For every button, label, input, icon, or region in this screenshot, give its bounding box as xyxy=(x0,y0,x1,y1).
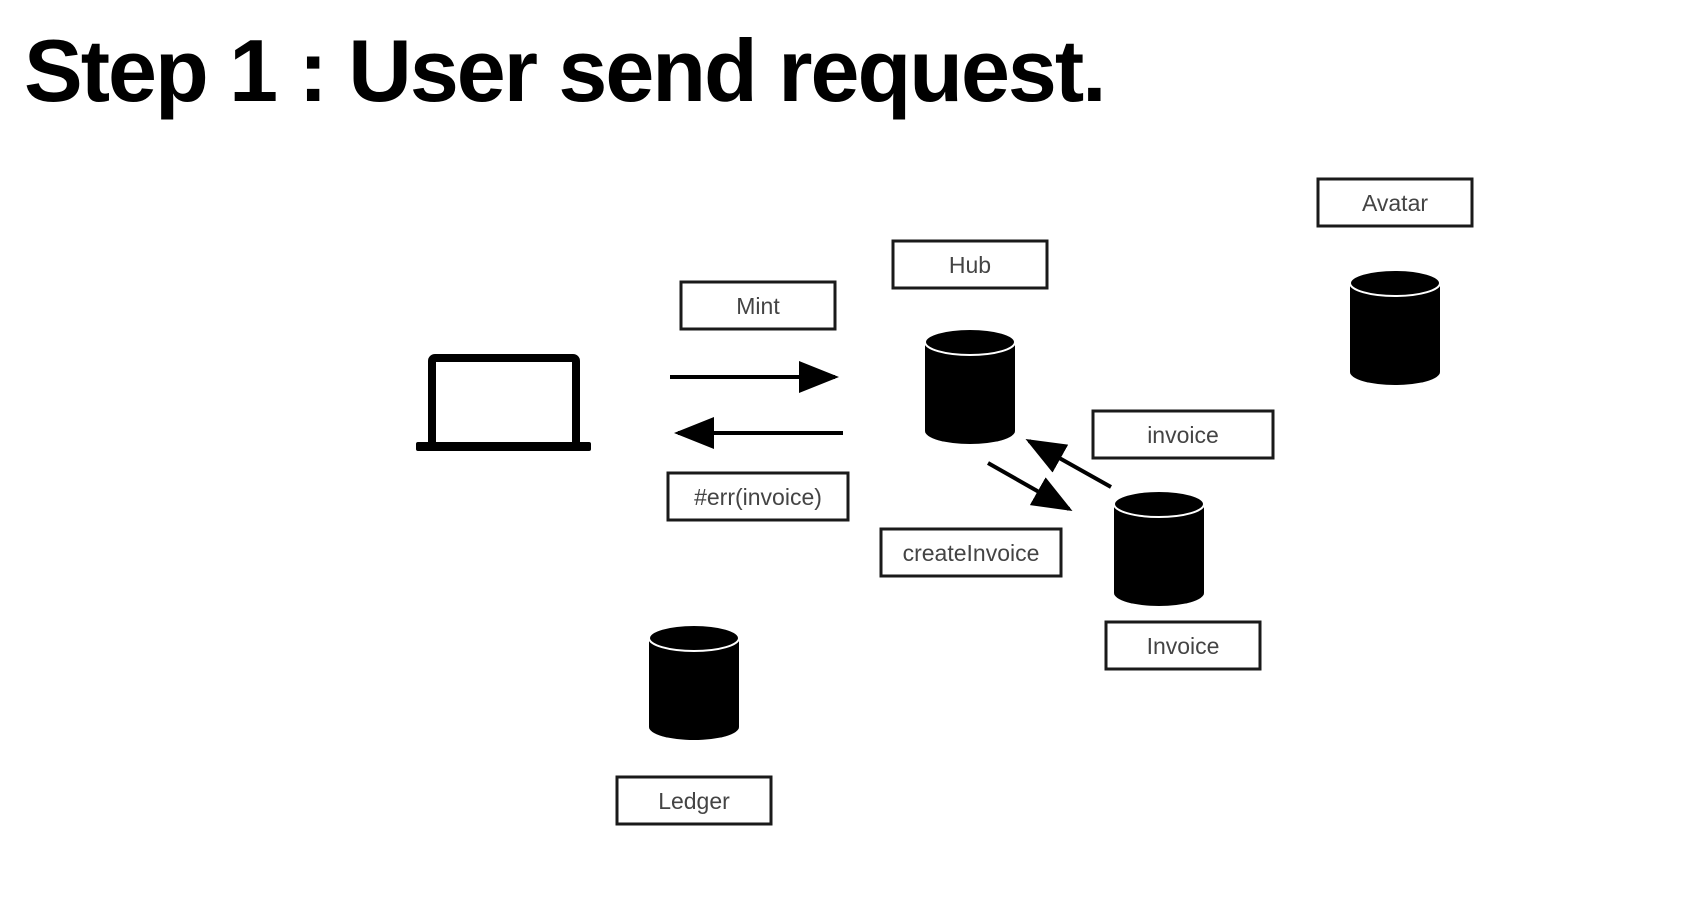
hub-database-icon xyxy=(924,328,1016,444)
ledger-label: Ledger xyxy=(615,775,773,826)
svg-text:Avatar: Avatar xyxy=(1362,190,1428,216)
invoice-service-label: Invoice xyxy=(1104,620,1262,671)
invoice-database-icon xyxy=(1113,490,1205,606)
svg-text:Ledger: Ledger xyxy=(658,788,730,814)
invoice-return-arrow xyxy=(1025,439,1112,489)
mint-label: Mint xyxy=(679,280,837,331)
invoice-return-label: invoice xyxy=(1091,409,1275,460)
laptop-icon xyxy=(416,354,591,451)
svg-text:#err(invoice): #err(invoice) xyxy=(694,484,822,510)
svg-text:Invoice: Invoice xyxy=(1147,633,1220,659)
svg-text:createInvoice: createInvoice xyxy=(903,540,1040,566)
page-title: Step 1 : User send request. xyxy=(24,21,1107,120)
svg-text:Hub: Hub xyxy=(949,252,991,278)
ledger-database-icon xyxy=(648,624,740,740)
avatar-database-icon xyxy=(1349,269,1441,385)
error-response-label: #err(invoice) xyxy=(666,471,850,522)
avatar-label: Avatar xyxy=(1316,177,1474,228)
create-invoice-arrow xyxy=(987,461,1073,511)
svg-text:invoice: invoice xyxy=(1147,422,1219,448)
create-invoice-label: createInvoice xyxy=(879,527,1063,578)
hub-label: Hub xyxy=(891,239,1049,290)
svg-text:Mint: Mint xyxy=(736,293,780,319)
